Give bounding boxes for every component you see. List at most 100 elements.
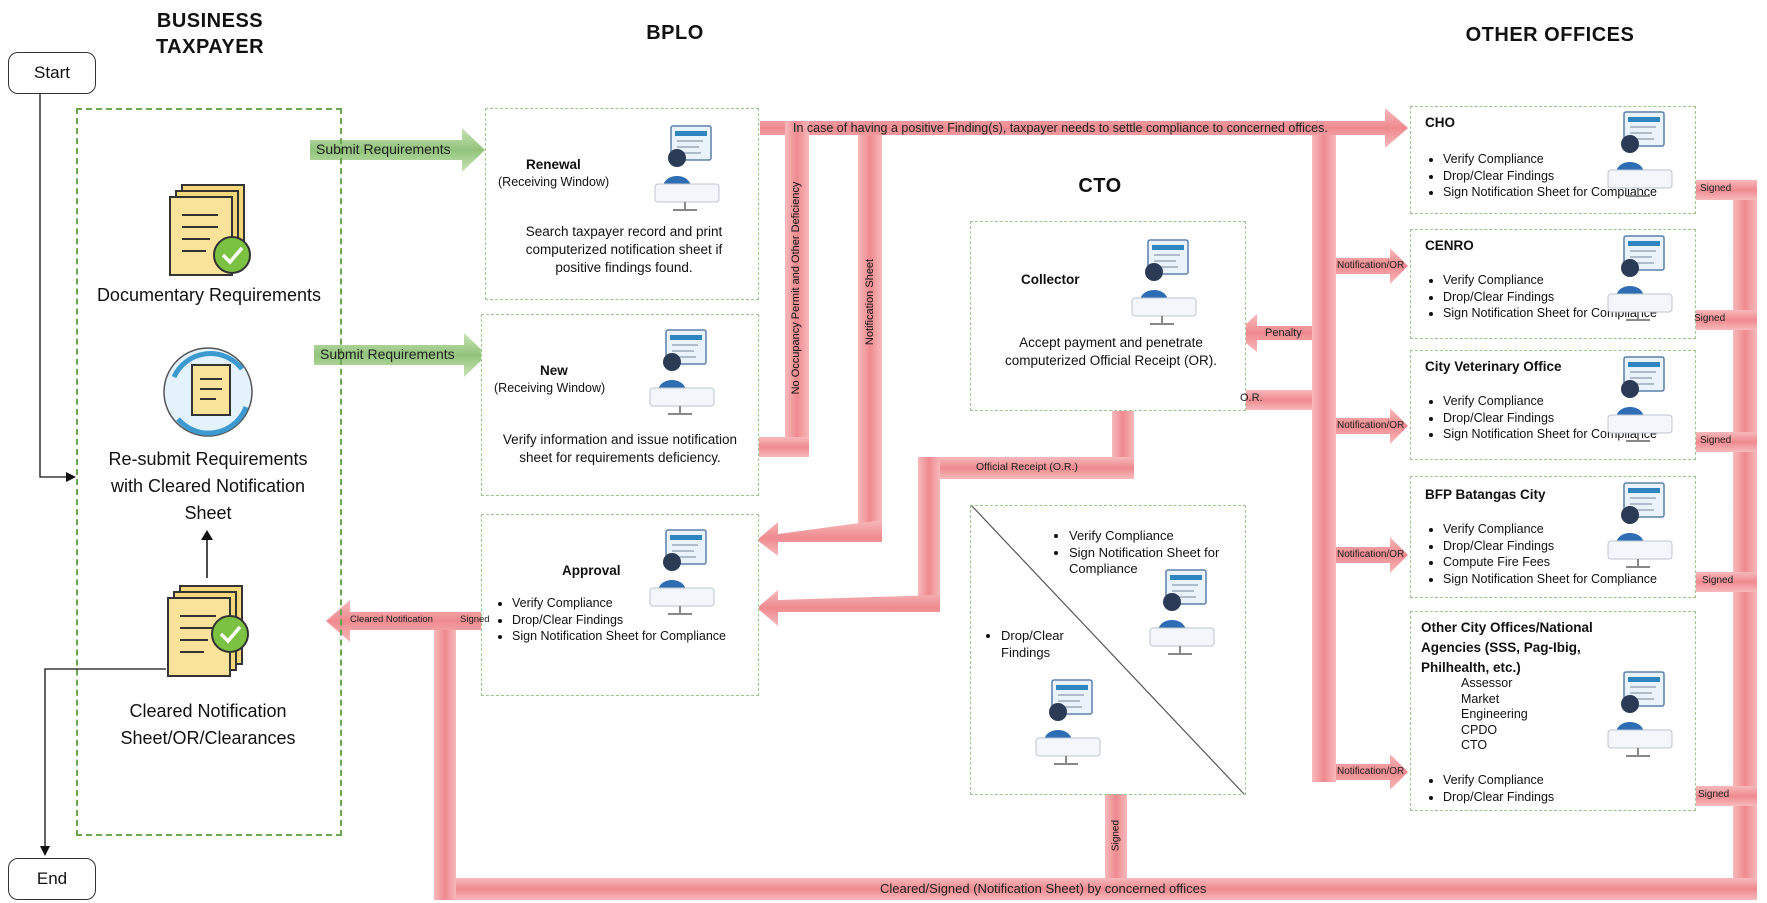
notification-or-label-2: Notification/OR	[1337, 420, 1405, 431]
bfp-title: BFP Batangas City	[1425, 487, 1546, 502]
header-cto: CTO	[1078, 175, 1122, 197]
documentary-requirements-label: Documentary Requirements	[96, 285, 322, 305]
list-item: Compute Fire Fees	[1443, 554, 1713, 571]
signed-cto-label: Signed	[1110, 819, 1122, 852]
worker-icon	[1607, 111, 1673, 197]
start-terminal: Start	[8, 52, 96, 94]
cho-list: Verify Compliance Drop/Clear Findings Si…	[1425, 151, 1713, 201]
end-terminal: End	[8, 858, 96, 900]
header-bplo: BPLO	[646, 22, 704, 44]
cenro-list: Verify Compliance Drop/Clear Findings Si…	[1425, 272, 1713, 322]
list-item: Verify Compliance	[1443, 521, 1713, 538]
worker-icon	[654, 125, 720, 211]
list-item: Assessor	[1461, 676, 1513, 690]
cho-title: CHO	[1425, 115, 1455, 130]
worker-icon	[649, 529, 715, 615]
renewal-description: Search taxpayer record and print compute…	[525, 224, 723, 275]
list-item: Verify Compliance	[1443, 393, 1713, 410]
vet-list: Verify Compliance Drop/Clear Findings Si…	[1425, 393, 1713, 443]
bottom-banner-band	[434, 878, 1757, 900]
list-item: Drop/Clear Findings	[1001, 628, 1101, 661]
signed-return-band	[1733, 180, 1757, 892]
worker-icon	[1035, 679, 1101, 765]
other-offices-sublist: Assessor Market Engineering CPDO CTO	[1461, 676, 1528, 754]
top-banner-arrow	[760, 108, 1408, 148]
resubmit-requirements-label: Re-submit Requirements with Cleared Noti…	[108, 449, 308, 523]
notification-or-label-3: Notification/OR	[1337, 549, 1405, 560]
taxpayer-lane	[76, 108, 342, 836]
list-item: Drop/Clear Findings	[1443, 168, 1713, 185]
submit-requirements-label-1: Submit Requirements	[316, 141, 451, 157]
signed-right-label-3: Signed	[1700, 435, 1732, 446]
worker-icon	[649, 329, 715, 415]
other-offices-box: Other City Offices/National Agencies (SS…	[1410, 611, 1696, 811]
start-connector	[39, 92, 72, 478]
no-occupancy-band	[785, 121, 809, 451]
list-item: Sign Notification Sheet for Compliance	[1443, 571, 1713, 588]
distribution-band	[1312, 135, 1336, 782]
cleared-notification-label: Cleared Notification Sheet/OR/Clearances	[120, 701, 296, 748]
list-item: Verify Compliance	[1069, 528, 1249, 545]
collector-description: Accept payment and penetrate computerize…	[1004, 335, 1218, 368]
or-band	[1238, 390, 1312, 410]
or-label: O.R.	[1240, 392, 1263, 404]
worker-icon	[1607, 356, 1673, 442]
list-item: CTO	[1461, 738, 1488, 752]
notification-or-label-1: Notification/OR	[1337, 260, 1405, 271]
other-offices-title: Other City Offices/National Agencies (SS…	[1421, 620, 1593, 675]
list-item: Sign Notification Sheet for Compliance	[1443, 426, 1713, 443]
submit-requirements-label-2: Submit Requirements	[320, 346, 455, 362]
submit-arrow-2	[314, 333, 487, 377]
cto-split-bottom-list: Drop/Clear Findings	[983, 628, 1101, 661]
list-item: Drop/Clear Findings	[1443, 289, 1713, 306]
end-connector	[44, 668, 166, 852]
worker-icon	[1149, 569, 1215, 655]
list-item: Sign Notification Sheet for Compliance	[1443, 305, 1713, 322]
collector-box: Collector Accept payment and penetrate c…	[970, 221, 1246, 411]
other-offices-list: Verify Compliance Drop/Clear Findings	[1425, 772, 1703, 805]
cleared-notification-arrow	[326, 600, 481, 642]
signed-right-label-4: Signed	[1702, 575, 1734, 586]
collector-title: Collector	[1021, 272, 1080, 287]
list-item: Engineering	[1461, 707, 1528, 721]
list-item: Sign Notification Sheet for Compliance	[1443, 184, 1713, 201]
list-item: Drop/Clear Findings	[1443, 538, 1713, 555]
list-item: CPDO	[1461, 722, 1498, 737]
list-item: Sign Notification Sheet for Compliance	[512, 628, 772, 645]
signed-right-label-1: Signed	[1700, 183, 1732, 194]
penalty-arrow	[1235, 314, 1312, 352]
renewal-title: Renewal	[526, 157, 581, 172]
list-item: Sign Notification Sheet for Compliance	[1069, 545, 1249, 578]
top-banner-label: In case of having a positive Finding(s),…	[793, 121, 1328, 135]
official-receipt-label: Official Receipt (O.R.)	[976, 461, 1078, 473]
list-item: Verify Compliance	[1443, 772, 1703, 789]
official-receipt-band	[918, 457, 1134, 479]
list-item: Verify Compliance	[1443, 151, 1713, 168]
worker-icon	[1607, 671, 1673, 757]
cenro-title: CENRO	[1425, 238, 1474, 253]
cleared-notification-small-label: Cleared Notification	[350, 614, 433, 625]
worker-icon	[1607, 235, 1673, 321]
cto-split-top-list: Verify Compliance Sign Notification Shee…	[1051, 528, 1249, 578]
list-item: Verify Compliance	[1443, 272, 1713, 289]
new-title: New	[540, 363, 568, 378]
approval-list: Verify Compliance Drop/Clear Findings Si…	[494, 595, 772, 645]
approval-title: Approval	[562, 563, 621, 578]
signed-right-label-2: Signed	[1694, 313, 1726, 324]
list-item: Drop/Clear Findings	[1443, 789, 1703, 806]
cto-split-box: Verify Compliance Sign Notification Shee…	[970, 505, 1246, 795]
new-description: Verify information and issue notificatio…	[502, 432, 738, 465]
notification-or-label-4: Notification/OR	[1337, 766, 1405, 777]
bfp-box: BFP Batangas City Verify Compliance Drop…	[1410, 476, 1696, 598]
notification-sheet-band	[858, 135, 882, 530]
notification-sheet-label: Notification Sheet	[864, 258, 876, 346]
submit-arrow-1	[310, 128, 485, 172]
bfp-list: Verify Compliance Drop/Clear Findings Co…	[1425, 521, 1713, 587]
header-other-offices: OTHER OFFICES	[1465, 24, 1635, 46]
new-subtitle: (Receiving Window)	[494, 381, 606, 395]
